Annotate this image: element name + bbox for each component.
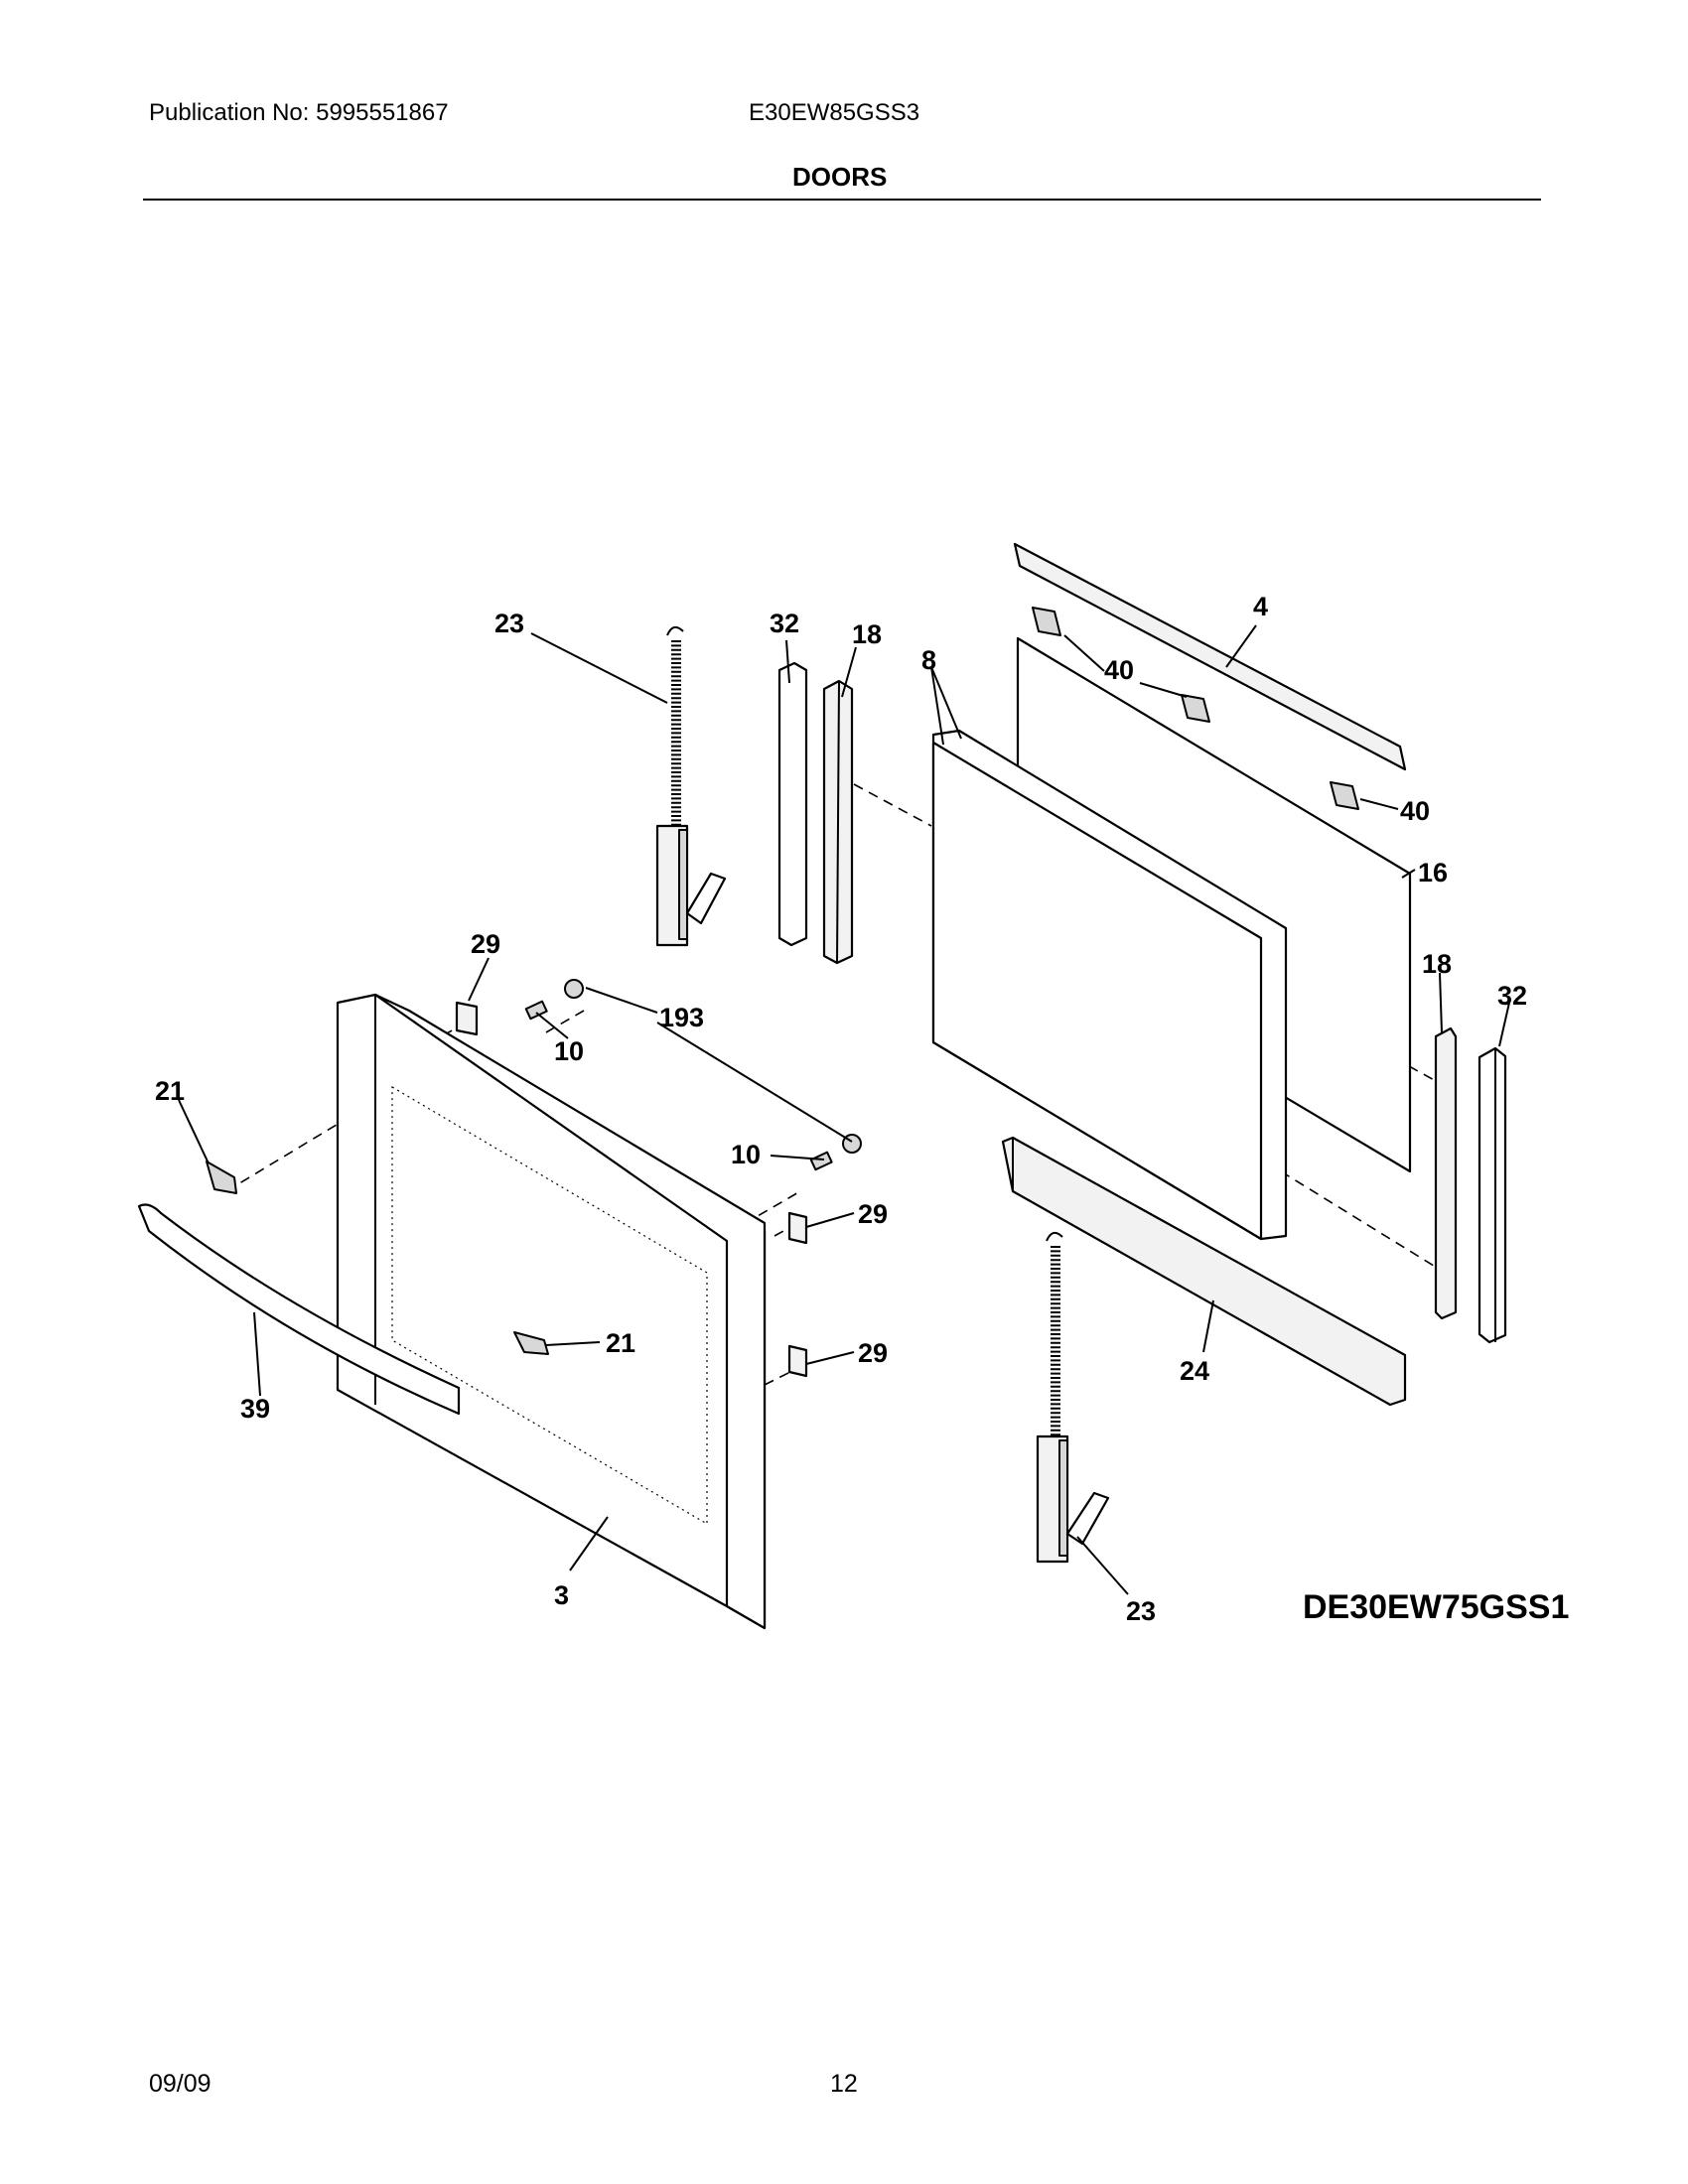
callout-23-lower: 23 — [1126, 1596, 1156, 1626]
section-title: DOORS — [792, 162, 888, 192]
spacer-parts — [455, 1001, 808, 1378]
left-side-trims — [777, 661, 854, 965]
publication-number: Publication No: 5995551867 — [149, 99, 449, 126]
callout-16: 16 — [1418, 858, 1448, 887]
callout-24: 24 — [1180, 1356, 1209, 1386]
bottom-trim — [1001, 1136, 1407, 1407]
callout-29-top: 29 — [471, 929, 500, 959]
callout-8: 8 — [921, 645, 936, 675]
callout-4: 4 — [1253, 592, 1268, 621]
callout-32-right: 32 — [1497, 981, 1527, 1011]
model-number: E30EW85GSS3 — [749, 99, 920, 126]
top-bracket — [1013, 542, 1407, 810]
outer-door-panel — [336, 993, 767, 1630]
callout-23-upper: 23 — [494, 609, 524, 638]
callout-21-right: 21 — [606, 1328, 635, 1358]
lower-hinge — [1036, 1231, 1110, 1564]
upper-hinge — [655, 625, 727, 947]
right-side-trims — [1434, 1026, 1507, 1344]
door-handle — [137, 1203, 461, 1416]
callout-29-middle: 29 — [858, 1199, 888, 1229]
inner-door-panels — [931, 636, 1412, 1241]
callout-21-left: 21 — [155, 1076, 185, 1106]
callout-labels: 23 32 18 8 4 40 40 16 18 32 29 193 10 21… — [155, 592, 1569, 1626]
callout-193: 193 — [659, 1003, 704, 1032]
callout-3: 3 — [554, 1580, 569, 1610]
callout-18-right: 18 — [1422, 949, 1452, 979]
callout-29-bottom: 29 — [858, 1338, 888, 1368]
callout-18-left: 18 — [852, 619, 882, 649]
page-number: 12 — [830, 2070, 858, 2098]
callout-10-lower: 10 — [731, 1140, 761, 1169]
diagram-code: DE30EW75GSS1 — [1303, 1588, 1569, 1626]
callout-40-lower: 40 — [1400, 796, 1430, 826]
footer-date: 09/09 — [149, 2070, 211, 2098]
callout-32-left: 32 — [770, 609, 799, 638]
callout-39: 39 — [240, 1394, 270, 1424]
leader-lines — [178, 624, 1510, 1595]
handle-mount-parts — [206, 1160, 549, 1355]
header-rule — [143, 199, 1541, 201]
callout-10-upper: 10 — [554, 1036, 584, 1066]
callout-40-upper: 40 — [1104, 655, 1134, 685]
